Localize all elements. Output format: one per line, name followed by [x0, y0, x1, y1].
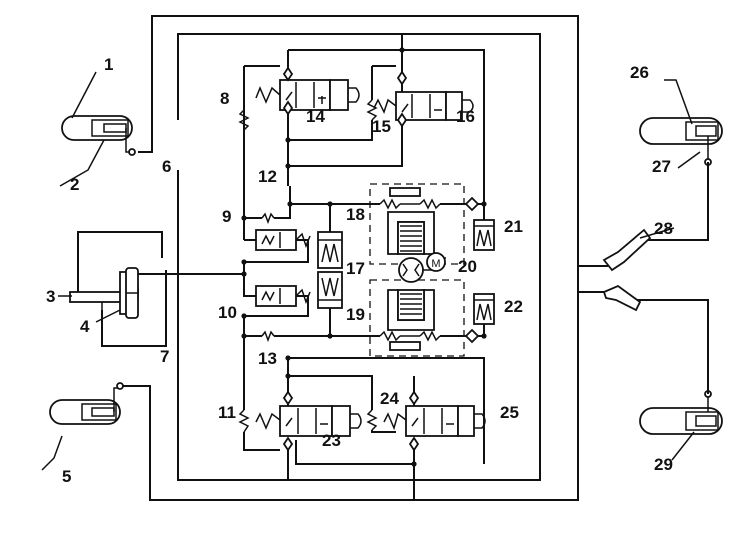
spring-15 — [366, 99, 378, 121]
solenoid-valve-23 — [255, 390, 362, 452]
leader-lines — [41, 71, 701, 471]
solenoid-valve-25 — [383, 390, 486, 452]
label-17: 17 — [346, 259, 365, 278]
accumulator-19 — [317, 271, 343, 309]
component-labels: 1 2 3 4 5 6 7 8 9 10 11 12 13 14 15 16 1… — [46, 55, 673, 486]
proportioning-valve-28 — [602, 228, 652, 312]
label-20: 20 — [458, 257, 477, 276]
wheel-brake-29 — [639, 390, 723, 435]
spring-11 — [238, 409, 250, 433]
label-11: 11 — [218, 403, 236, 422]
label-24: 24 — [380, 389, 399, 408]
label-12: 12 — [258, 167, 277, 186]
label-29: 29 — [654, 455, 673, 474]
label-9: 9 — [222, 207, 231, 226]
horizontal-springs — [261, 212, 275, 343]
label-14: 14 — [306, 107, 325, 126]
outer-pipe-loops — [118, 15, 608, 501]
label-22: 22 — [504, 297, 523, 316]
rear-pipes — [621, 162, 709, 394]
inlet-valve-10 — [255, 285, 311, 307]
label-7: 7 — [160, 347, 169, 366]
label-5: 5 — [62, 467, 71, 486]
wheel-brake-26 — [639, 117, 723, 166]
label-27: 27 — [652, 157, 671, 176]
pump-unit — [369, 183, 480, 357]
solenoid-valve-16 — [373, 70, 474, 128]
label-26: 26 — [630, 63, 649, 82]
label-15: 15 — [372, 117, 391, 136]
accumulator-21 — [473, 219, 495, 251]
master-cylinder — [69, 231, 242, 347]
label-10: 10 — [218, 303, 237, 322]
label-3: 3 — [46, 287, 55, 306]
solenoid-valve-14 — [255, 66, 360, 116]
label-8: 8 — [220, 89, 229, 108]
label-2: 2 — [70, 175, 79, 194]
label-1: 1 — [104, 55, 113, 74]
accumulator-17 — [317, 231, 343, 269]
label-25: 25 — [500, 403, 519, 422]
motor-symbol: M — [431, 258, 440, 270]
wheel-brake-5 — [49, 382, 124, 425]
label-21: 21 — [504, 217, 523, 236]
label-13: 13 — [258, 349, 277, 368]
inlet-valve-9 — [255, 229, 311, 251]
label-28: 28 — [654, 219, 673, 238]
junction-nodes — [241, 47, 487, 467]
label-18: 18 — [346, 205, 365, 224]
label-4: 4 — [80, 317, 90, 336]
spring-24 — [366, 409, 378, 431]
label-16: 16 — [456, 107, 475, 126]
accumulator-22 — [473, 293, 495, 325]
pump-motor-20: M — [426, 252, 446, 272]
label-23: 23 — [322, 431, 341, 450]
wheel-brake-1 — [61, 115, 136, 156]
spring-8 — [238, 109, 250, 131]
label-19: 19 — [346, 305, 365, 324]
label-6: 6 — [162, 157, 171, 176]
